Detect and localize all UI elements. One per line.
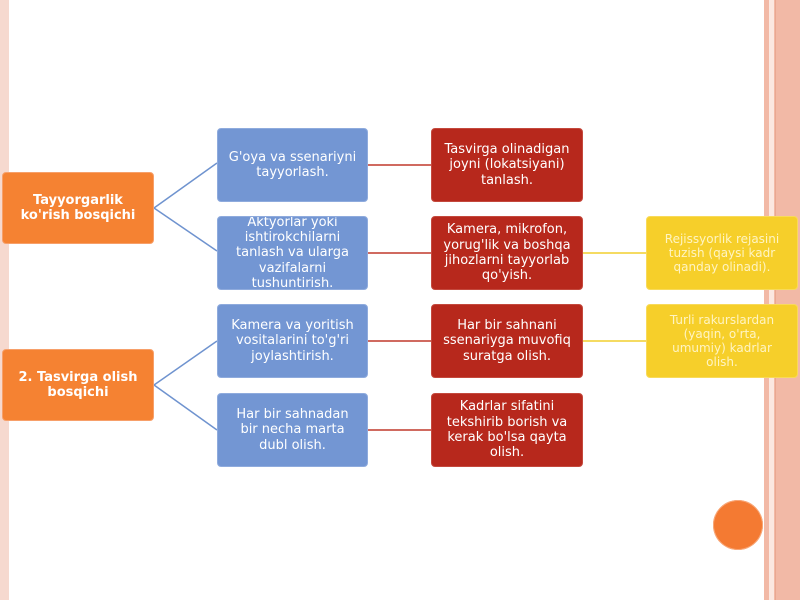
slide-frame-line	[775, 0, 776, 600]
blue-box-actors: Aktyorlar yoki ishtirokchilarni tanlash …	[217, 216, 368, 290]
connector-stage1-blue1	[153, 162, 218, 209]
yellow-box-angles: Turli rakurslardan (yaqin, o'rta, umumiy…	[646, 304, 798, 378]
red-box-shoot-scenes: Har bir sahnani ssenariyga muvofiq surat…	[431, 304, 583, 378]
slide-frame-left	[0, 0, 9, 600]
yellow-box-director-plan: Rejissyorlik rejasini tuzish (qaysi kadr…	[646, 216, 798, 290]
stage-filming: 2. Tasvirga olish bosqichi	[2, 349, 154, 421]
red-box-check-quality: Kadrlar sifatini tekshirib borish va ker…	[431, 393, 583, 467]
decorative-orange-circle	[713, 500, 763, 550]
blue-box-takes: Har bir sahnadan bir necha marta dubl ol…	[217, 393, 368, 467]
stage-preparation: Tayyorgarlik ko'rish bosqichi	[2, 172, 154, 244]
connector-stage2-blue3	[153, 340, 218, 386]
slide-frame-stripe	[769, 0, 774, 600]
blue-box-camera-lighting: Kamera va yoritish vositalarini to'g'ri …	[217, 304, 368, 378]
blue-box-idea-script: G'oya va ssenariyni tayyorlash.	[217, 128, 368, 202]
connector-stage1-blue2	[153, 207, 218, 252]
red-box-location: Tasvirga olinadigan joyni (lokatsiyani) …	[431, 128, 583, 202]
connector-stage2-blue4	[153, 384, 218, 431]
red-box-equipment: Kamera, mikrofon, yorug'lik va boshqa ji…	[431, 216, 583, 290]
